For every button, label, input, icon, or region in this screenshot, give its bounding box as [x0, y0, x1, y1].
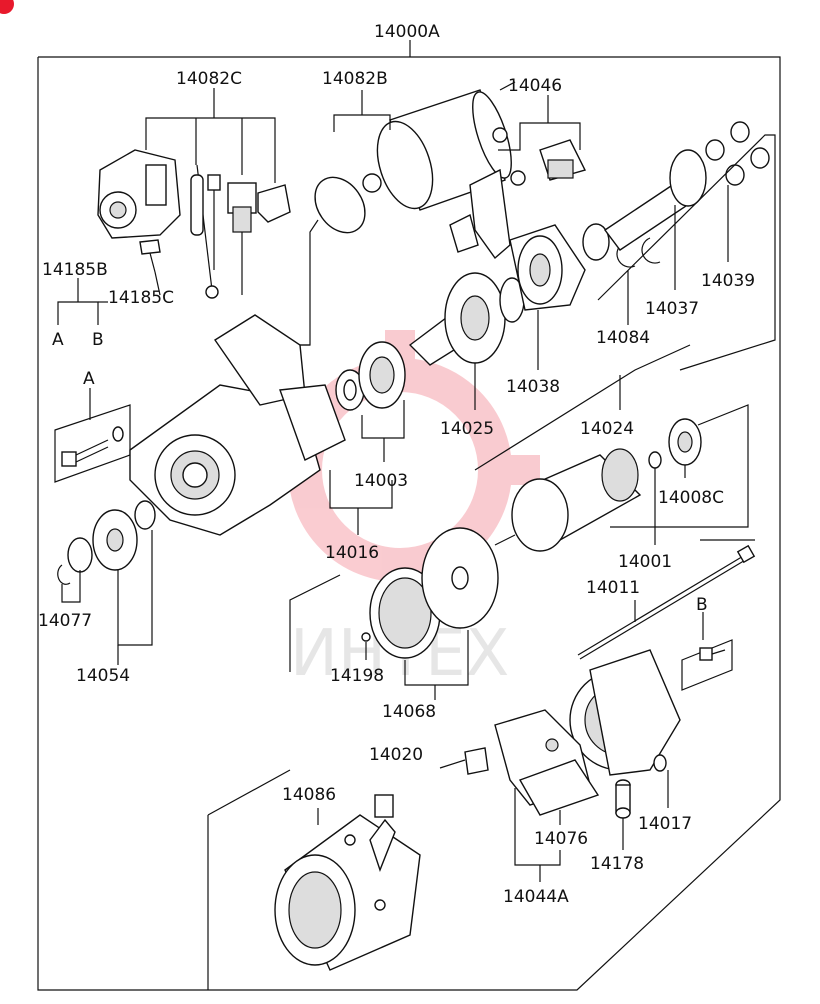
label-14185B: 14185B	[42, 260, 108, 280]
label-14046: 14046	[508, 76, 562, 96]
part-14198	[361, 632, 371, 642]
screw-panel-b	[681, 639, 733, 691]
label-14076: 14076	[534, 829, 588, 849]
label-14037: 14037	[645, 299, 699, 319]
bolt-panel-a	[54, 404, 131, 483]
label-14068: 14068	[382, 702, 436, 722]
label-14185C: 14185C	[108, 288, 174, 308]
label-14016: 14016	[325, 543, 379, 563]
label-callout-b: B	[696, 595, 708, 615]
label-callout-b-top: B	[92, 330, 104, 350]
bracket-14046	[498, 122, 581, 151]
corner-logo-icon	[0, 0, 14, 14]
part-14038	[509, 224, 586, 311]
label-14084: 14084	[596, 328, 650, 348]
label-14024: 14024	[580, 419, 634, 439]
bracket-14185B	[57, 301, 99, 325]
bracket-14077	[61, 570, 81, 603]
label-14077: 14077	[38, 611, 92, 631]
part-14076	[494, 709, 600, 816]
part-14001	[494, 448, 642, 552]
part-14025	[408, 272, 525, 366]
label-14054: 14054	[76, 666, 130, 686]
part-14178	[615, 779, 631, 819]
bracket-14198	[289, 574, 341, 672]
washer-near-14001	[648, 451, 662, 469]
part-14046	[449, 139, 587, 260]
label-14198: 14198	[330, 666, 384, 686]
part-14086	[274, 794, 421, 971]
part-14082C	[97, 149, 291, 299]
label-14000A: 14000A	[374, 22, 440, 42]
part-14082B	[362, 81, 516, 211]
part-14003	[335, 341, 406, 411]
label-14003: 14003	[354, 471, 408, 491]
label-14008C: 14008C	[658, 488, 724, 508]
part-14082B-spring	[314, 176, 366, 234]
part-14011	[577, 544, 756, 660]
assembly-frame	[37, 56, 781, 991]
washer-near-14038	[582, 223, 610, 261]
label-14082B: 14082B	[322, 69, 388, 89]
part-14020	[439, 747, 489, 775]
label-callout-a-top: A	[52, 330, 64, 350]
label-callout-a: A	[83, 369, 95, 389]
bracket-14016	[329, 470, 393, 509]
bracket-14082C	[145, 117, 276, 183]
part-14037	[603, 149, 707, 251]
label-14038: 14038	[506, 377, 560, 397]
label-14025: 14025	[440, 419, 494, 439]
label-14082C: 14082C	[176, 69, 242, 89]
label-14020: 14020	[369, 745, 423, 765]
label-14011: 14011	[586, 578, 640, 598]
part-housing	[129, 314, 346, 536]
bracket-14054	[117, 530, 153, 646]
part-14039	[705, 121, 770, 186]
label-14086: 14086	[282, 785, 336, 805]
part-14077	[57, 564, 71, 585]
label-14178: 14178	[590, 854, 644, 874]
label-14001: 14001	[618, 552, 672, 572]
part-14054	[67, 500, 156, 573]
bracket-14003	[361, 400, 405, 439]
label-14044A: 14044A	[503, 887, 569, 907]
bracket-14024-lower	[474, 344, 691, 471]
bracket-14068	[404, 630, 469, 686]
bracket-14024-upper	[597, 134, 776, 371]
part-14185C	[139, 239, 161, 296]
part-14017	[569, 649, 681, 776]
label-14017: 14017	[638, 814, 692, 834]
part-14068	[369, 527, 499, 659]
bracket-14008C	[610, 404, 749, 528]
label-14039: 14039	[701, 271, 755, 291]
part-14008C	[668, 418, 702, 466]
leader-spring-housing	[300, 219, 319, 346]
bracket-14044A	[514, 788, 561, 866]
